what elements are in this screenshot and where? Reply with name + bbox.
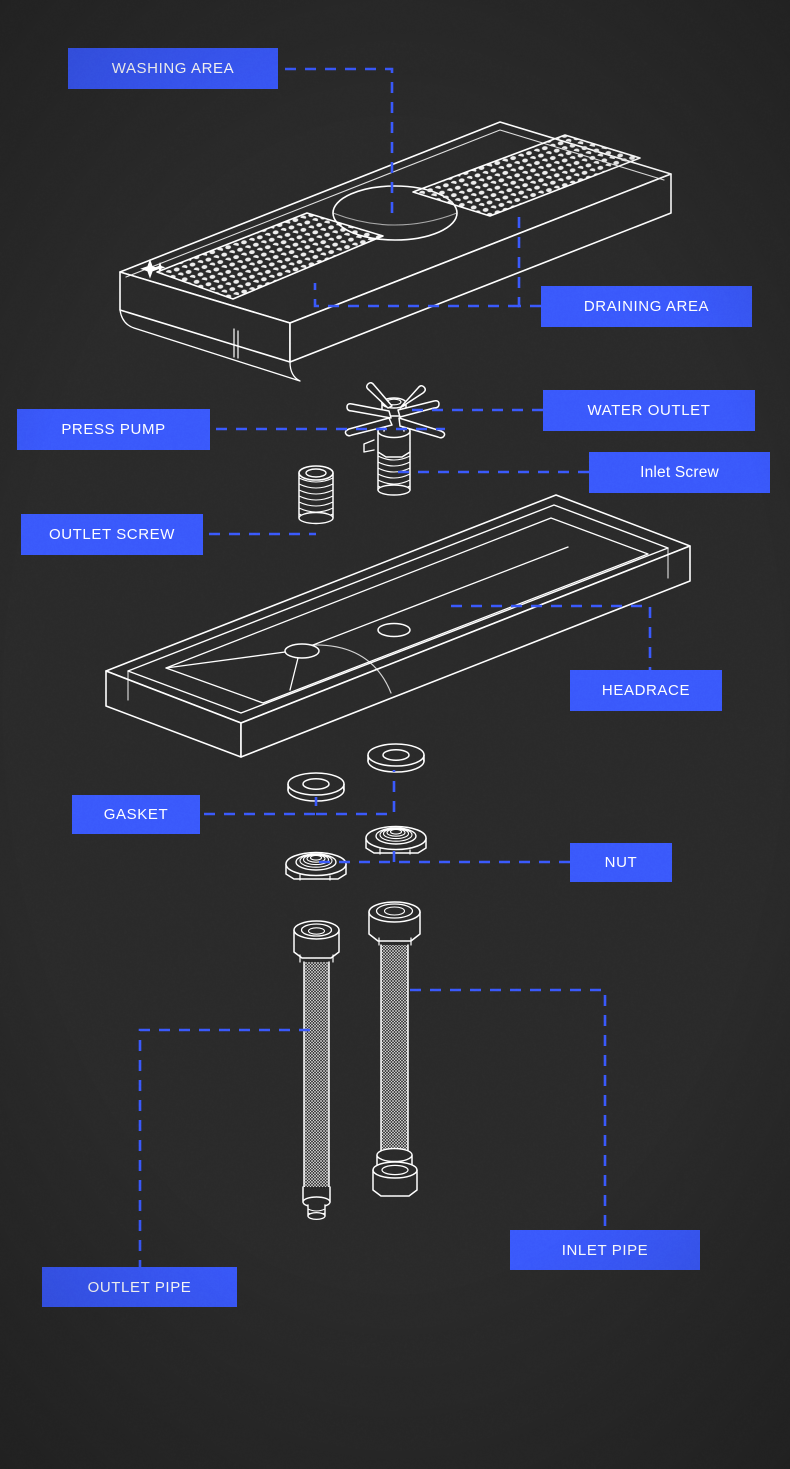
label-outlet-screw[interactable]: OUTLET SCREW: [21, 514, 203, 555]
label-draining-area[interactable]: DRAINING AREA: [541, 286, 752, 327]
label-nut[interactable]: NUT: [570, 843, 672, 882]
label-water-outlet[interactable]: WATER OUTLET: [543, 390, 755, 431]
label-washing-area[interactable]: WASHING AREA: [68, 48, 278, 89]
label-gasket[interactable]: GASKET: [72, 795, 200, 834]
label-inlet-screw[interactable]: Inlet Screw: [589, 452, 770, 493]
label-inlet-pipe[interactable]: INLET PIPE: [510, 1230, 700, 1270]
label-headrace[interactable]: HEADRACE: [570, 670, 722, 711]
label-press-pump[interactable]: PRESS PUMP: [17, 409, 210, 450]
label-outlet-pipe[interactable]: OUTLET PIPE: [42, 1267, 237, 1307]
